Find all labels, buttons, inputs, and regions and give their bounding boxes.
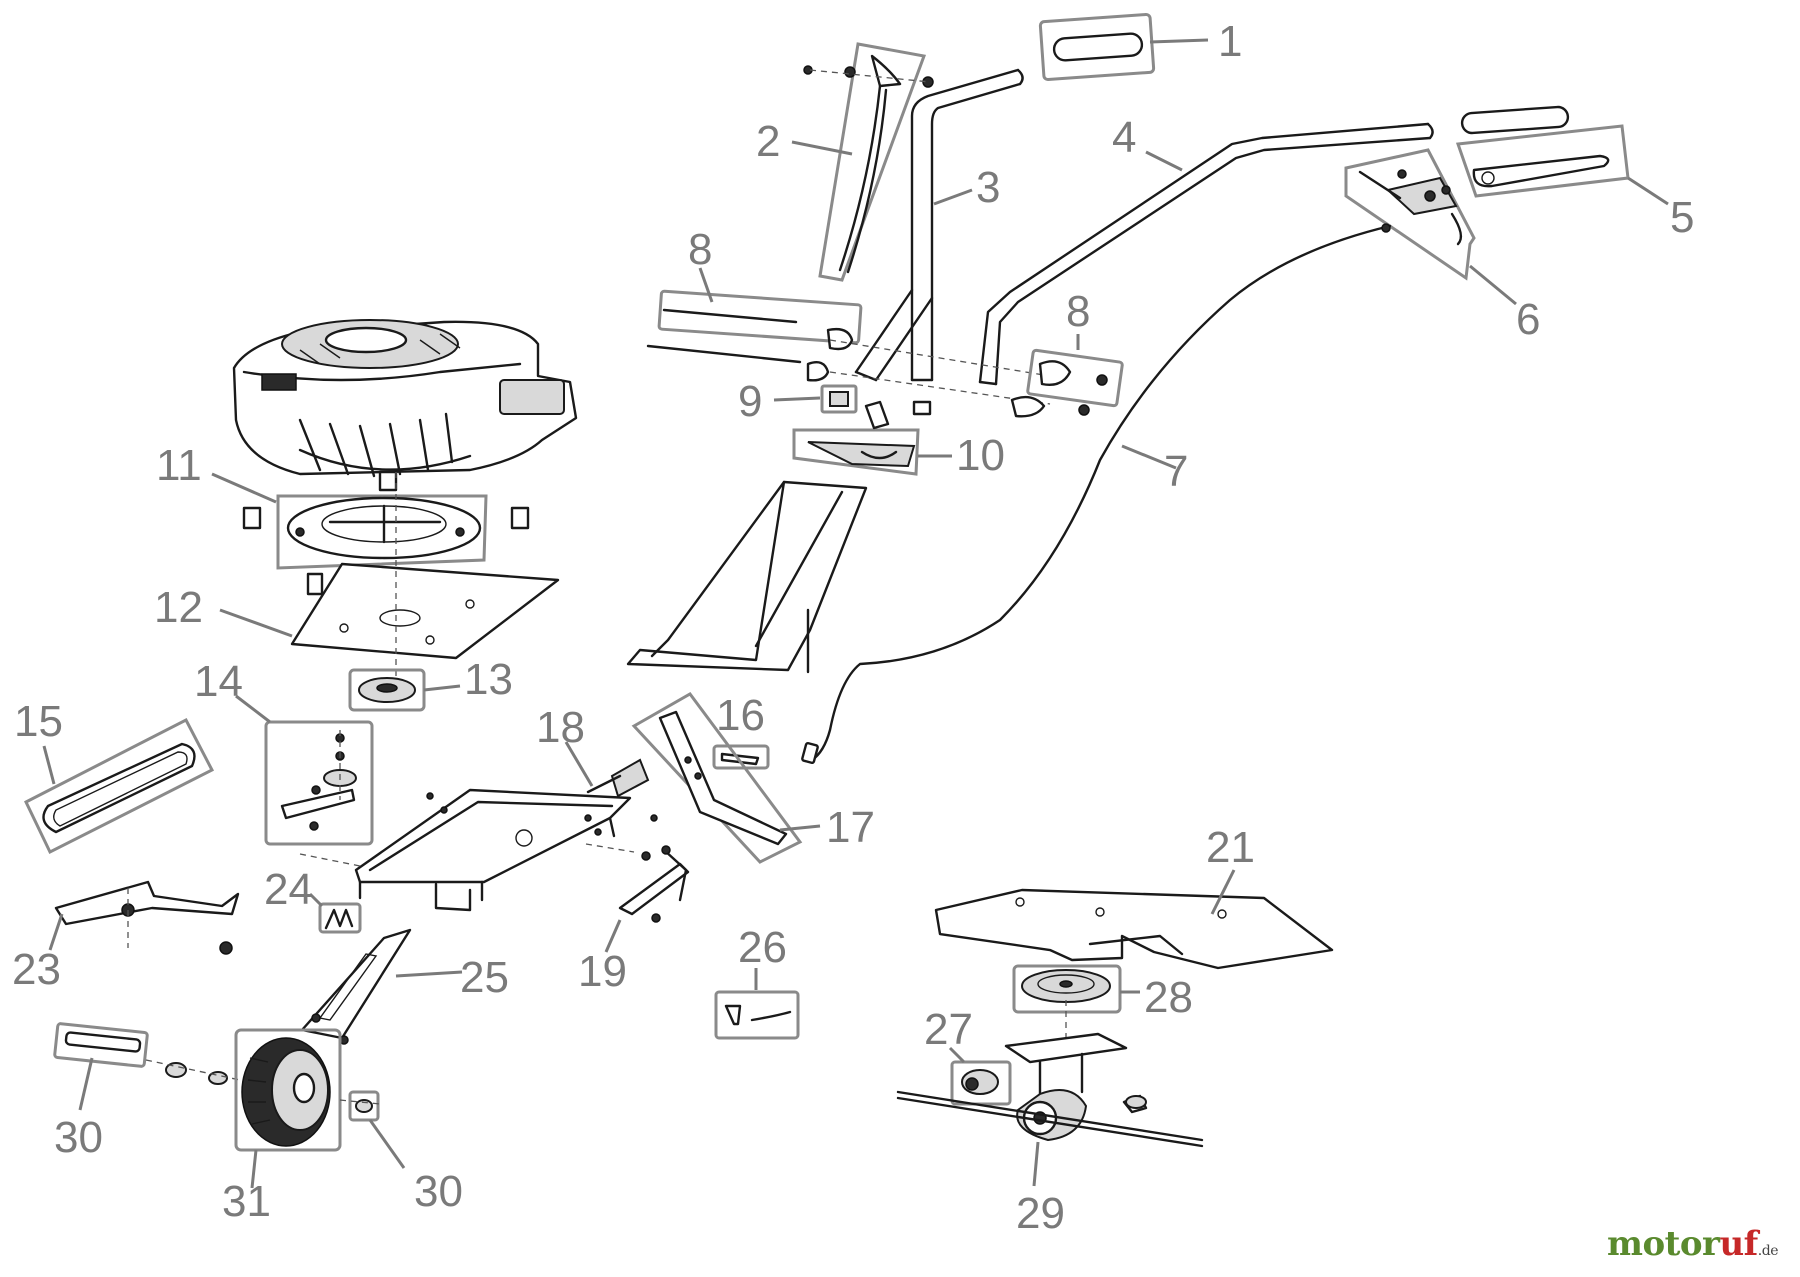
part-2-cable-holder — [803, 42, 934, 282]
label-17: 17 — [826, 803, 875, 852]
part-8-knobs-right — [1010, 348, 1124, 418]
label-7: 7 — [1164, 447, 1188, 496]
label-9: 9 — [738, 377, 762, 426]
part-8-bolts-left — [646, 289, 1051, 405]
part-13-pulley — [348, 668, 426, 712]
label-13: 13 — [464, 655, 513, 704]
part-12-plate — [290, 472, 560, 690]
label-4: 4 — [1112, 113, 1136, 162]
label-5: 5 — [1670, 193, 1694, 242]
label-16: 16 — [716, 691, 765, 740]
part-17-bracket — [631, 692, 803, 864]
label-11: 11 — [156, 441, 202, 490]
label-10: 10 — [956, 431, 1005, 480]
label-18: 18 — [536, 703, 585, 752]
label-30-left: 30 — [54, 1113, 103, 1162]
part-9-nut — [820, 384, 932, 416]
part-11-flange — [242, 494, 530, 596]
part-15-belt — [24, 717, 215, 855]
part-4-upper-handle — [978, 105, 1570, 386]
label-23: 23 — [12, 945, 61, 994]
part-6-lever-bracket — [1344, 148, 1476, 281]
part-19-linkage — [618, 845, 690, 923]
label-8-right: 8 — [1066, 287, 1090, 336]
logo-suffix: .de — [1757, 1243, 1779, 1259]
handle-grip-right — [1460, 105, 1570, 135]
label-2: 2 — [756, 117, 780, 166]
label-25: 25 — [460, 953, 509, 1002]
part-29-gearbox-axle — [896, 1032, 1204, 1148]
label-19: 19 — [578, 947, 627, 996]
part-3-lower-handle — [854, 68, 1024, 382]
label-21: 21 — [1206, 823, 1255, 872]
logo-motor: motor — [1606, 1224, 1720, 1264]
label-24: 24 — [264, 865, 313, 914]
part-31-wheel — [234, 1028, 342, 1152]
part-1-grip — [1038, 13, 1156, 81]
label-14: 14 — [194, 657, 243, 706]
part-24-spring — [318, 902, 362, 934]
part-28-pulley — [1012, 964, 1122, 1040]
label-31: 31 — [222, 1177, 271, 1226]
label-1: 1 — [1218, 17, 1242, 66]
part-26-bolt-clip — [714, 990, 800, 1040]
label-26: 26 — [738, 923, 787, 972]
watermark-logo: motoruf.de — [1606, 1224, 1779, 1264]
logo-uf: uf — [1719, 1224, 1758, 1264]
part-30-nut — [339, 1090, 381, 1122]
label-30-right: 30 — [414, 1167, 463, 1216]
part-5-lever — [1455, 124, 1630, 198]
part-25-wheel-arm — [300, 928, 412, 1045]
label-12: 12 — [154, 583, 203, 632]
label-15: 15 — [14, 697, 63, 746]
label-3: 3 — [976, 163, 1000, 212]
label-28: 28 — [1144, 973, 1193, 1022]
engine — [232, 319, 578, 492]
part-23-blade — [54, 880, 240, 955]
part-10-handle-mount — [792, 400, 920, 476]
label-29: 29 — [1016, 1189, 1065, 1238]
part-14-tensioner — [264, 720, 374, 846]
part-18-chassis — [299, 758, 658, 912]
handle-column — [626, 480, 868, 674]
part-7-cable — [801, 223, 1392, 764]
part-21-cover — [934, 888, 1334, 970]
label-6: 6 — [1516, 295, 1540, 344]
label-27: 27 — [924, 1005, 973, 1054]
part-27-bushing — [950, 1060, 1012, 1106]
part-30-axle-bolt — [53, 1022, 241, 1085]
label-8-left: 8 — [688, 225, 712, 274]
